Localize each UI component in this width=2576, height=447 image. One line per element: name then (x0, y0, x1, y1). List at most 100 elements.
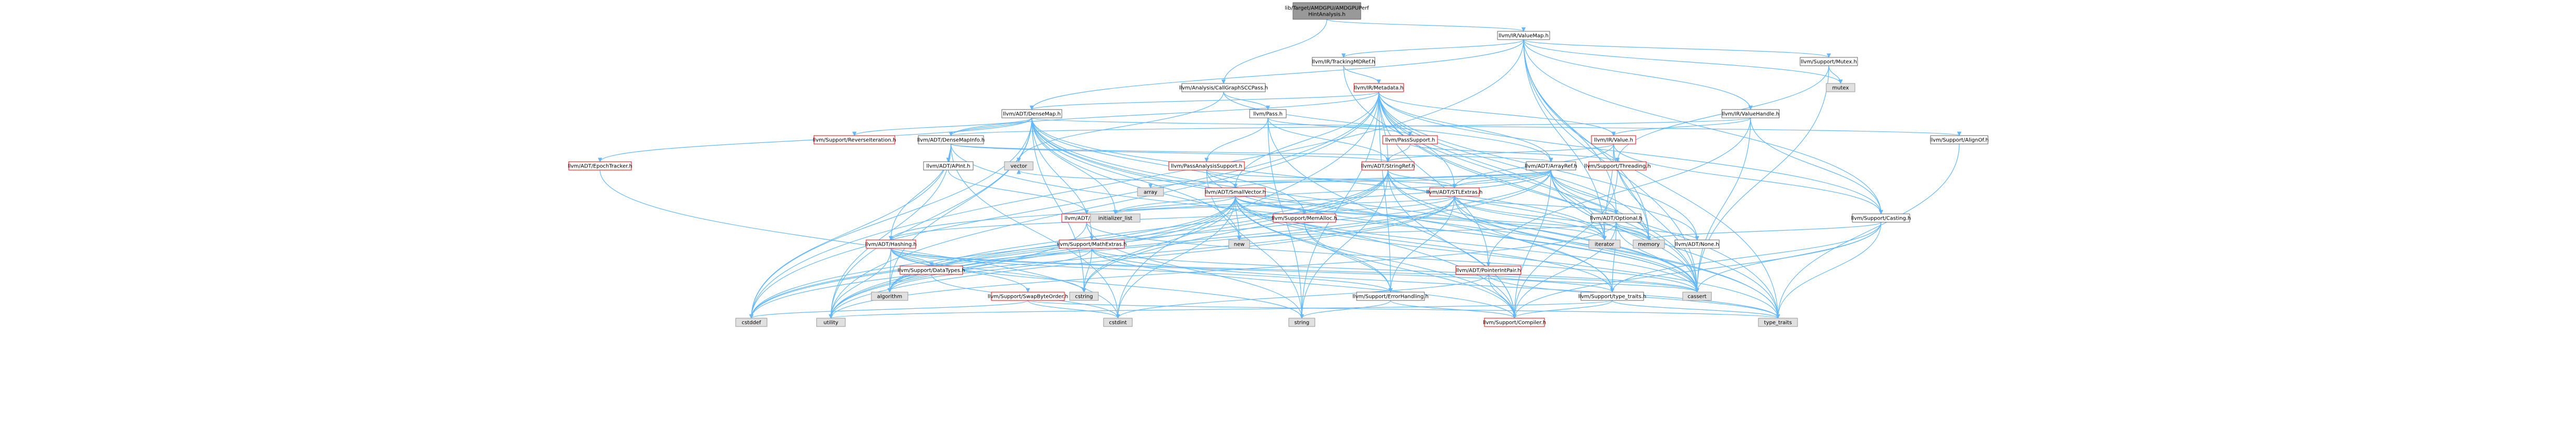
header-node-valuehandle[interactable]: llvm/IR/ValueHandle.h (1721, 109, 1780, 118)
dependency-edge (1523, 39, 1831, 58)
dependency-edge (1776, 143, 1960, 319)
dependency-edge (1235, 196, 1651, 240)
header-node-stlextras[interactable]: llvm/ADT/STLExtras.h (1427, 187, 1483, 197)
node-box (1168, 161, 1245, 171)
node-label: memory (1638, 242, 1660, 248)
node-label: llvm/ADT/APInt.h (1064, 216, 1108, 222)
header-node-typetraits[interactable]: llvm/Support/type_traits.h (1578, 292, 1646, 301)
dependency-edge (1267, 117, 1412, 136)
header-node-valuemap[interactable]: llvm/IR/ValueMap.h (1497, 31, 1550, 40)
node-label: lib/Target/AMDGPU/AMDGPUPerf (1285, 6, 1369, 11)
header-node-value[interactable]: llvm/IR/Value.h (1591, 135, 1636, 144)
header-node-mutex[interactable]: llvm/Support/Mutex.h (1800, 57, 1858, 66)
dependency-edge (1299, 170, 1388, 319)
dependency-edge (1235, 196, 1393, 293)
dependency-edge (1237, 222, 1617, 240)
dependency-edge (829, 117, 1033, 319)
node-label: cstddef (742, 320, 761, 326)
dependency-edge (1016, 91, 1224, 162)
header-node-densemap[interactable]: llvm/ADT/DenseMap.h (1001, 109, 1062, 118)
node-box (1588, 239, 1621, 249)
node-box (1273, 213, 1336, 223)
node-box (991, 292, 1065, 301)
node-label: cstdint (1109, 320, 1127, 326)
dependency-edge (1113, 196, 1455, 214)
header-node-threading[interactable]: llvm/Support/Threading.h (1584, 161, 1651, 171)
dependency-edge (1235, 196, 1780, 319)
header-node-type_traits: type_traits (1758, 318, 1798, 327)
node-box (813, 135, 895, 144)
header-node-passsupport[interactable]: llvm/PassSupport.h (1382, 135, 1438, 144)
dependency-edge (1326, 19, 1526, 32)
node-box (1826, 83, 1855, 92)
dependency-edge (1082, 248, 1093, 293)
dependency-edge (889, 196, 1455, 240)
header-node-new: new (1228, 239, 1250, 249)
dependency-edge (1776, 222, 1882, 319)
dependency-edge (1031, 117, 1615, 293)
dependency-edge (1235, 196, 1607, 240)
node-label: llvm/ADT/ArrayRef.h (1525, 164, 1577, 170)
header-node-optional[interactable]: llvm/ADT/Optional.h (1590, 213, 1643, 223)
node-label: llvm/ADT/Hashing.h (865, 242, 917, 248)
dependency-edge (829, 300, 1613, 319)
dependency-edge (1550, 170, 1619, 214)
dependency-edge (1235, 196, 1517, 319)
header-node-smallvector[interactable]: llvm/ADT/SmallVector.h (1205, 187, 1266, 197)
node-box (735, 318, 768, 327)
node-box (1059, 239, 1125, 249)
header-node-pointerintpair[interactable]: llvm/ADT/PointerIntPair.h (1455, 265, 1521, 275)
dependency-edge (1016, 170, 1552, 183)
dependency-edge (1233, 170, 1552, 188)
dependency-edge (887, 196, 1455, 293)
header-node-mathextras[interactable]: llvm/Support/MathExtras.h (1057, 239, 1127, 249)
header-node-errorhandling[interactable]: llvm/Support/ErrorHandling.h (1352, 292, 1429, 301)
header-node-reverseiteration[interactable]: llvm/Support/ReverseIteration.h (813, 135, 896, 144)
dependency-edge (829, 91, 1380, 319)
header-node-pass[interactable]: llvm/Pass.h (1249, 109, 1287, 118)
dependency-edge (887, 248, 1093, 293)
dependency-edge (1299, 300, 1391, 319)
header-node-epochtracker[interactable]: llvm/ADT/EpochTracker.h (568, 161, 632, 171)
header-node-root[interactable]: lib/Target/AMDGPU/AMDGPUPerfHintAnalysis… (1285, 2, 1369, 20)
header-node-callgraphsccpass[interactable]: llvm/Analysis/CallGraphSCCPass.h (1179, 83, 1268, 92)
header-node-alignof[interactable]: llvm/Support/AlignOf.h (1930, 135, 1989, 144)
header-node-densemapinfo[interactable]: llvm/ADT/DenseMapInfo.h (917, 135, 985, 144)
dependency-edge (1116, 196, 1236, 319)
dependency-edge (1113, 196, 1236, 214)
node-box (866, 239, 916, 249)
node-box (568, 161, 632, 171)
header-node-trackingmdref[interactable]: llvm/IR/TrackingMDRef.h (1312, 57, 1375, 66)
header-node-hashing[interactable]: llvm/ADT/Hashing.h (865, 239, 917, 249)
header-node-compiler[interactable]: llvm/Support/Compiler.h (1483, 318, 1546, 327)
node-box (1312, 57, 1375, 66)
node-box (1228, 239, 1250, 249)
header-node-apint[interactable]: llvm/ADT/APInt.h (923, 161, 974, 171)
dependency-edge (1378, 91, 1651, 240)
header-node-passanalysissupport[interactable]: llvm/PassAnalysisSupport.h (1168, 161, 1245, 171)
node-label: mutex (1832, 86, 1849, 91)
dependency-edge (1223, 91, 1553, 162)
header-node-casting[interactable]: llvm/Support/Casting.h (1851, 213, 1911, 223)
header-node-arrayref[interactable]: llvm/ADT/ArrayRef.h (1525, 161, 1577, 171)
dependency-edge (889, 143, 952, 240)
dependency-edge (1091, 248, 1780, 319)
dependency-edge (1523, 39, 1753, 110)
header-node-datatypes[interactable]: llvm/Support/DataTypes.h (897, 265, 965, 275)
header-node-none[interactable]: llvm/ADT/None.h (1674, 239, 1720, 249)
dependency-edge (1116, 91, 1380, 319)
dependency-edge (1385, 143, 1411, 162)
node-label: llvm/Support/MemAlloc.h (1272, 216, 1337, 222)
node-label: llvm/Support/Casting.h (1851, 216, 1911, 222)
header-node-stringref[interactable]: llvm/ADT/StringRef.h (1361, 161, 1415, 171)
header-node-metadata[interactable]: llvm/IR/Metadata.h (1353, 83, 1404, 92)
node-label: llvm/Support/Mutex.h (1801, 59, 1857, 65)
header-node-memalloc[interactable]: llvm/Support/MemAlloc.h (1272, 213, 1337, 223)
node-label: llvm/Support/DataTypes.h (897, 268, 965, 274)
node-box (1429, 187, 1480, 197)
node-box (1288, 318, 1315, 327)
node-box (1001, 109, 1062, 118)
dependency-edge (1610, 222, 1882, 293)
header-node-swapbyteorder[interactable]: llvm/Support/SwapByteOrder.h (988, 292, 1068, 301)
